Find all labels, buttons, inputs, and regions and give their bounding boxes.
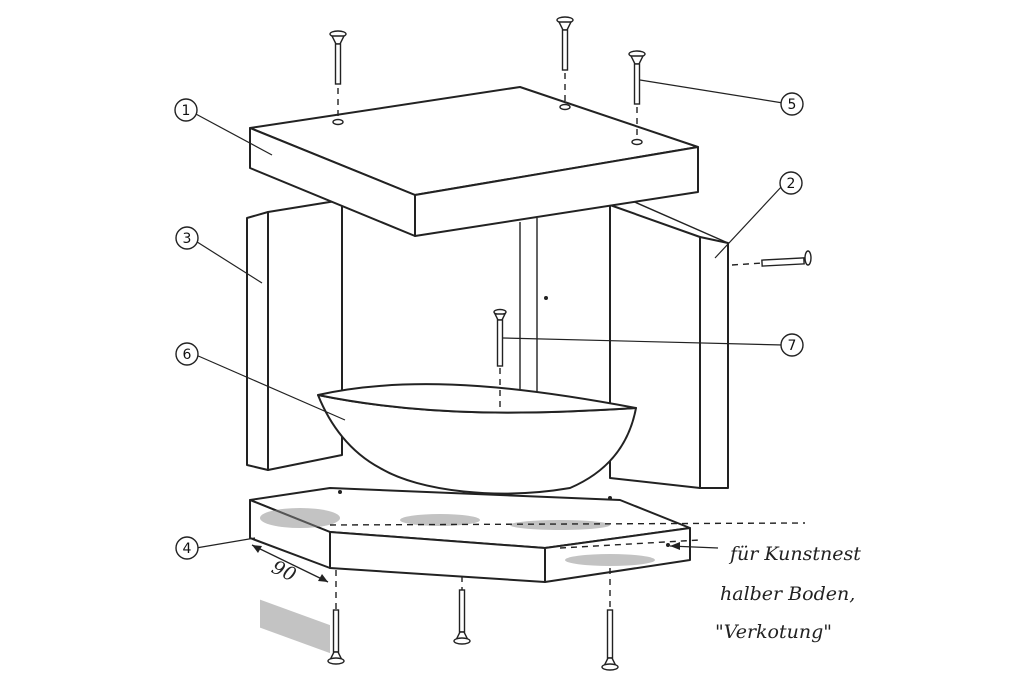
roof-panel bbox=[249, 86, 699, 237]
floor-stipple bbox=[260, 508, 655, 654]
side-screw bbox=[731, 250, 812, 267]
roof-screw-1 bbox=[329, 30, 347, 118]
floor-screw-1 bbox=[327, 570, 345, 665]
note-line-3: "Verkotung" bbox=[715, 621, 832, 643]
bowl-screw bbox=[493, 308, 507, 412]
svg-text:7: 7 bbox=[788, 338, 797, 354]
callout-3: 3 bbox=[175, 226, 199, 250]
dimension-label: 90 bbox=[268, 556, 299, 586]
svg-text:5: 5 bbox=[788, 97, 797, 113]
note-line-1: für Kunstnest bbox=[728, 543, 861, 565]
note-line-2: halber Boden, bbox=[720, 583, 855, 605]
right-side-wall bbox=[609, 199, 729, 489]
svg-text:6: 6 bbox=[183, 347, 192, 363]
callout-1: 1 bbox=[174, 98, 198, 122]
svg-text:1: 1 bbox=[182, 103, 191, 119]
callout-4: 4 bbox=[175, 536, 199, 560]
floor-screw-3 bbox=[601, 568, 619, 671]
left-side-wall bbox=[246, 199, 343, 471]
roof-screw-2 bbox=[556, 16, 574, 104]
callout-5: 5 bbox=[780, 92, 804, 116]
nest-bowl bbox=[317, 383, 637, 495]
floor-screw-2 bbox=[453, 576, 471, 645]
callout-7: 7 bbox=[780, 333, 804, 357]
roof-screw-3 bbox=[628, 50, 646, 138]
floor-board bbox=[249, 487, 806, 654]
svg-text:4: 4 bbox=[183, 541, 192, 557]
svg-text:2: 2 bbox=[787, 176, 796, 192]
svg-text:3: 3 bbox=[183, 231, 192, 247]
handwritten-note: für Kunstnest halber Boden, "Verkotung" bbox=[715, 543, 861, 643]
leader-lines bbox=[193, 79, 784, 550]
callout-2: 2 bbox=[779, 171, 803, 195]
callout-6: 6 bbox=[175, 342, 199, 366]
